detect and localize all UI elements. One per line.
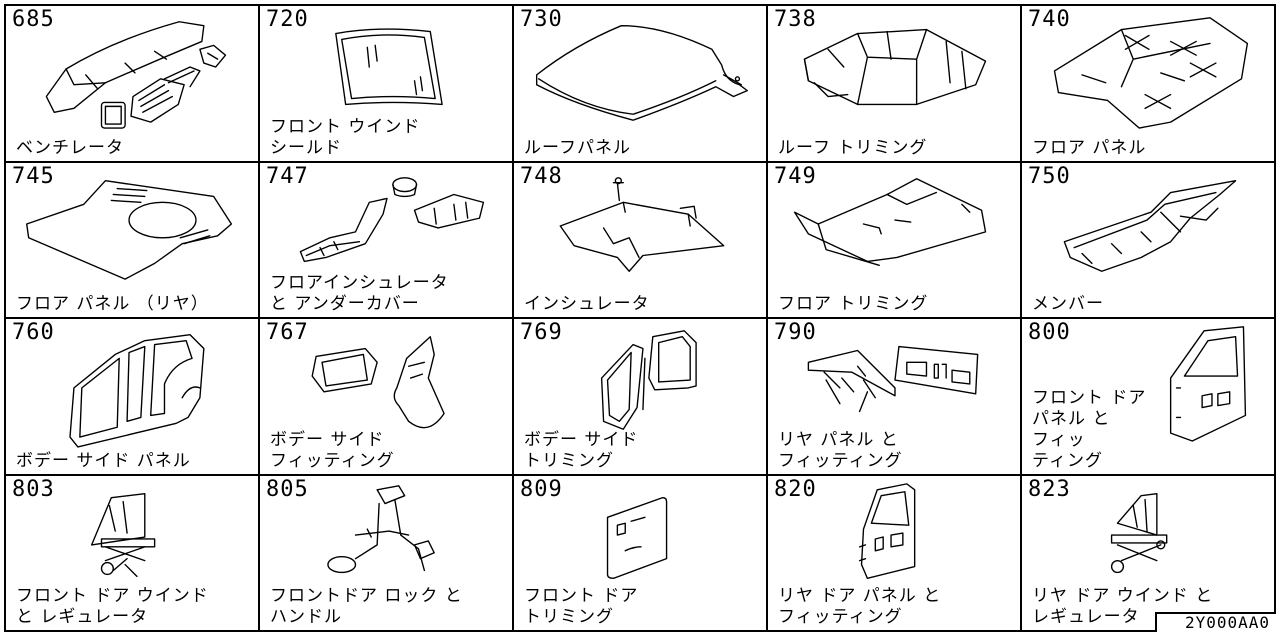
mud-flap-drawing — [311, 336, 445, 429]
roof-panel-drawing — [535, 24, 748, 121]
floor-trim-drawing — [793, 177, 987, 266]
rear-panel-drawing — [807, 345, 979, 413]
section-code: 823 — [1028, 476, 1071, 502]
section-745[interactable]: 745 フロア パネル （リヤ） — [6, 162, 260, 319]
section-803[interactable]: 803 フロント ドア ウインド と レギュレータ — [6, 475, 260, 632]
section-label: メンバー — [1032, 294, 1104, 314]
section-code: 805 — [266, 476, 309, 502]
reference-code: 2Y000AA0 — [1154, 612, 1276, 632]
section-label: フロント ドア パネル と フィッ ティング — [1032, 387, 1147, 471]
section-769[interactable]: 769 ボデー サイド トリミング — [514, 319, 768, 476]
roof-trim-drawing — [803, 28, 987, 106]
ventilator-dashboard-drawing — [45, 21, 227, 129]
section-code: 809 — [520, 476, 563, 502]
section-label: リヤ ドア ウインド と レギュレータ — [1032, 586, 1214, 627]
section-code: 749 — [774, 163, 817, 189]
section-code: 738 — [774, 7, 817, 32]
section-label: フロント ドア ウインド と レギュレータ — [16, 586, 209, 627]
section-code: 745 — [12, 163, 55, 189]
section-820[interactable]: 820 リヤ ドア パネル と フィッティング — [768, 475, 1022, 632]
section-720[interactable]: 720 フロント ウインド シールド — [260, 6, 514, 163]
section-code: 750 — [1028, 163, 1071, 189]
section-code: 767 — [266, 320, 309, 345]
section-code: 740 — [1028, 7, 1071, 32]
section-823[interactable]: 823 リヤ ドア ウインド と レギュレータ — [1022, 475, 1276, 632]
member-frame-drawing — [1063, 179, 1237, 272]
section-label: フロアインシュレータ と アンダーカバー — [270, 273, 449, 314]
windshield-glass-drawing — [335, 28, 443, 106]
floor-insulator-drawing — [299, 176, 485, 262]
rear-window-regulator-drawing — [1110, 492, 1168, 573]
section-grid: 685 ベンチレータ 720 フロント ウインド シールド 730 ルーフパネル — [4, 4, 1276, 632]
section-label: ボデー サイド フィッティング — [270, 429, 395, 471]
section-label: フロア パネル — [1032, 137, 1147, 158]
section-label: ルーフパネル — [524, 137, 631, 158]
section-code: 790 — [774, 320, 817, 345]
front-window-regulator-drawing — [90, 492, 156, 577]
section-code: 748 — [520, 163, 563, 189]
section-740[interactable]: 740 フロア パネル — [1022, 6, 1276, 163]
section-748[interactable]: 748 インシュレータ — [514, 162, 768, 319]
section-code: 760 — [12, 320, 55, 345]
parts-catalog-grid: 685 ベンチレータ 720 フロント ウインド シールド 730 ルーフパネル — [4, 4, 1276, 632]
section-code: 800 — [1028, 320, 1071, 345]
front-door-panel-drawing — [1169, 326, 1247, 442]
section-label: フロア トリミング — [778, 294, 929, 314]
section-790[interactable]: 790 リヤ パネル と フィッティング — [768, 319, 1022, 476]
door-lock-handle-drawing — [327, 484, 435, 573]
section-767[interactable]: 767 ボデー サイド フィッティング — [260, 319, 514, 476]
rear-door-panel-drawing — [858, 482, 916, 579]
insulator-drawing — [559, 176, 725, 272]
section-750[interactable]: 750 メンバー — [1022, 162, 1276, 319]
section-label: リヤ パネル と フィッティング — [778, 429, 903, 471]
side-trim-drawing — [600, 330, 697, 430]
section-809[interactable]: 809 フロント ドア トリミング — [514, 475, 768, 632]
section-code: 803 — [12, 476, 55, 502]
door-trim-drawing — [606, 496, 668, 579]
rear-floor-panel-drawing — [26, 179, 233, 280]
section-label: インシュレータ — [524, 294, 650, 314]
section-label: フロア パネル （リヤ） — [16, 294, 209, 314]
section-code: 685 — [12, 7, 55, 32]
section-label: ベンチレータ — [16, 137, 124, 158]
section-label: ルーフ トリミング — [778, 137, 928, 158]
section-747[interactable]: 747 フロアインシュレータ と アンダーカバー — [260, 162, 514, 319]
section-label: フロント ウインド シールド — [270, 116, 421, 158]
section-label: フロント ドア トリミング — [524, 586, 639, 627]
section-code: 769 — [520, 320, 563, 345]
section-805[interactable]: 805 フロントドア ロック と ハンドル — [260, 475, 514, 632]
section-738[interactable]: 738 ルーフ トリミング — [768, 6, 1022, 163]
floor-panel-drawing — [1053, 17, 1249, 129]
section-749[interactable]: 749 フロア トリミング — [768, 162, 1022, 319]
section-800[interactable]: 800 フロント ドア パネル と フィッ ティング — [1022, 319, 1276, 476]
section-code: 730 — [520, 7, 563, 32]
section-code: 720 — [266, 7, 309, 32]
section-label: フロントドア ロック と ハンドル — [270, 586, 463, 627]
section-730[interactable]: 730 ルーフパネル — [514, 6, 768, 163]
section-label: ボデー サイド パネル — [16, 450, 191, 471]
body-side-panel-drawing — [69, 334, 205, 448]
section-code: 747 — [266, 163, 309, 189]
section-685[interactable]: 685 ベンチレータ — [6, 6, 260, 163]
section-label: リヤ ドア パネル と フィッティング — [778, 586, 942, 627]
section-760[interactable]: 760 ボデー サイド パネル — [6, 319, 260, 476]
section-code: 820 — [774, 476, 817, 502]
section-label: ボデー サイド トリミング — [524, 429, 639, 471]
